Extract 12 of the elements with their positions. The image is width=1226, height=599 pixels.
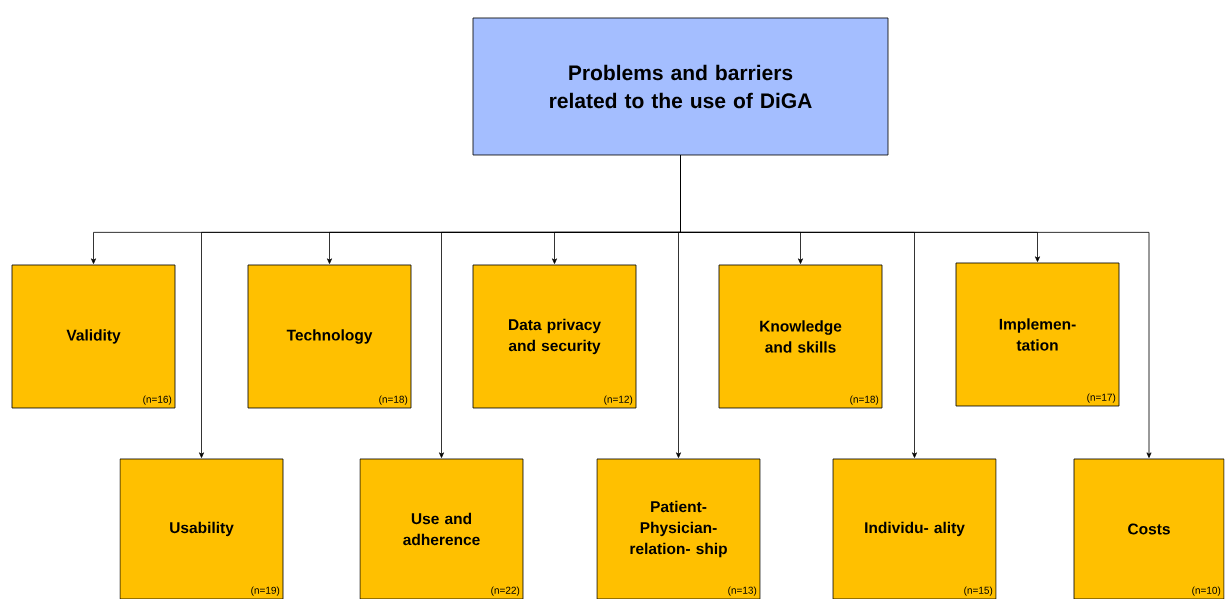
count-label: (n=19) [251,586,280,596]
count-label: (n=10) [1192,586,1221,596]
count-label: (n=12) [604,395,633,405]
count-label: (n=17) [1087,393,1116,403]
arrow [680,155,1152,458]
count-label: (n=18) [850,395,879,405]
count-label: (n=22) [491,586,520,596]
heading-box: Problems and barriers related to the use of DiGA [472,17,889,156]
count-label: (n=18) [379,395,408,405]
count-label: (n=15) [964,586,993,596]
count-label: (n=13) [728,586,757,596]
count-label: (n=16) [143,395,172,405]
